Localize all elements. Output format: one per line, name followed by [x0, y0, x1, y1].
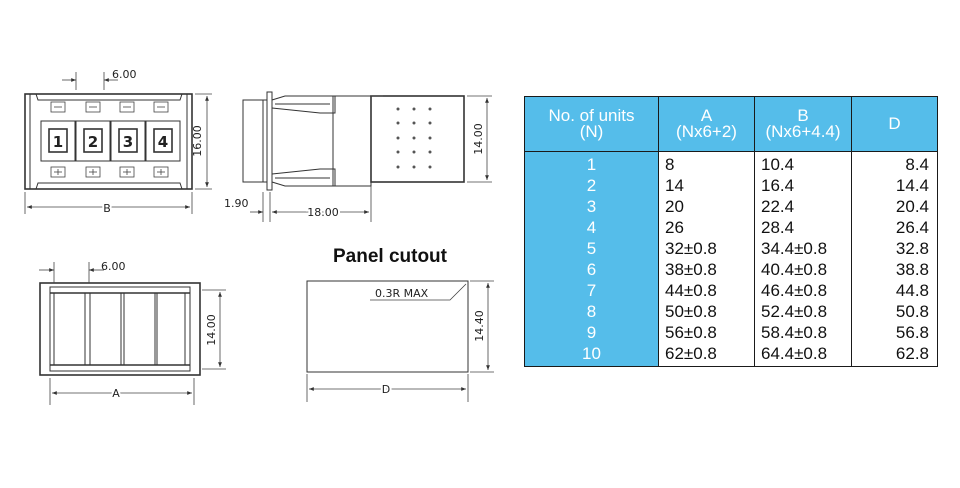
table-cell-n: 8 [586, 302, 597, 321]
table-cell-a: 20 [665, 197, 684, 216]
back-view: 6.00 14.00 A A [39, 260, 226, 405]
front-pitch-dim: 6.00 [112, 68, 137, 81]
front-view: 1 2 3 4 6.00 16.00 B B [24, 68, 212, 217]
table-cell-a: 50±0.8 [665, 302, 717, 321]
table-cell-b: 28.4 [761, 218, 795, 237]
table-cell-a: 26 [665, 218, 684, 237]
table-cell-b: 22.4 [761, 197, 795, 216]
table-cell-d: 62.8 [895, 344, 929, 363]
table-cell-a: 32±0.8 [665, 239, 717, 258]
depth-dim: 18.00 [307, 206, 339, 219]
table-cell-n: 9 [586, 323, 597, 342]
table-cell-b: 16.4 [761, 176, 795, 195]
front-bottom-button-row [50, 166, 169, 178]
table-cell-b: 40.4±0.8 [761, 260, 828, 279]
table-cell-n: 7 [586, 281, 597, 300]
table-cell-n: 2 [586, 176, 597, 195]
table-cell-d: 44.8 [895, 281, 929, 300]
panel-cutout: Panel cutout 0.3R MAX 14.40 D D [306, 246, 494, 402]
header-units: No. of units (N) [524, 96, 659, 152]
side-view: 14.00 1.90 18.00 18.00 [224, 91, 492, 222]
table-cell-b: 46.4±0.8 [761, 281, 828, 300]
a-column: 8 14 20 26 32±0.8 38±0.8 44±0.8 50±0.8 56±0.8 62±… [658, 151, 755, 367]
table-cell-n: 3 [586, 197, 597, 216]
table-cell-a: 62±0.8 [665, 344, 717, 363]
table-cell-d: 14.4 [895, 176, 929, 195]
back-pitch-dim: 6.00 [101, 260, 126, 273]
table-cell-b: 58.4±0.8 [761, 323, 828, 342]
table-cell-a: 38±0.8 [665, 260, 717, 279]
d-column: 8.4 14.4 20.4 26.4 32.8 38.8 44.8 50.8 56.8 62.8 [851, 151, 938, 367]
table-cell-d: 26.4 [895, 218, 929, 237]
table-cell-d: 56.8 [895, 323, 929, 342]
cutout-width-label: D [382, 383, 390, 396]
back-height-dim: 14.00 [205, 314, 218, 346]
table-cell-d: 32.8 [895, 239, 929, 258]
table-cell-n: 10 [582, 344, 601, 363]
radius-note: 0.3R MAX [375, 287, 429, 300]
table-cell-d: 8.4 [905, 155, 929, 174]
unit-digit: 4 [158, 133, 168, 151]
table-header-row: No. of units (N) A (Nx6+2) B (Nx6+4.4) D [524, 96, 938, 152]
back-width-label: A [112, 387, 120, 400]
front-digit-windows: 1 2 3 4 [40, 120, 181, 162]
table-cell-a: 56±0.8 [665, 323, 717, 342]
front-width-label: B [103, 202, 111, 215]
svg-text:A: A [112, 387, 120, 400]
table-cell-a: 14 [665, 176, 684, 195]
units-dimension-table: No. of units (N) A (Nx6+2) B (Nx6+4.4) D… [524, 96, 938, 367]
cutout-outline [306, 280, 469, 373]
unit-digit: 1 [53, 133, 63, 151]
table-cell-b: 10.4 [761, 155, 795, 174]
table-cell-d: 20.4 [895, 197, 929, 216]
front-view-outline [24, 93, 193, 190]
cutout-height-dim: 14.40 [473, 310, 486, 342]
units-column: 1 2 3 4 5 6 7 8 9 10 [524, 151, 659, 367]
table-cell-n: 5 [586, 239, 597, 258]
table-cell-n: 6 [586, 260, 597, 279]
header-d: D [851, 96, 938, 152]
table-cell-b: 52.4±0.8 [761, 302, 828, 321]
flange-dim: 1.90 [224, 197, 249, 210]
front-top-button-row [50, 101, 169, 113]
svg-text:18.00: 18.00 [307, 206, 339, 219]
svg-text:B: B [103, 202, 111, 215]
panel-cutout-title: Panel cutout [333, 246, 448, 267]
table-cell-d: 50.8 [895, 302, 929, 321]
table-cell-b: 34.4±0.8 [761, 239, 828, 258]
header-a: A (Nx6+2) [658, 96, 755, 152]
header-b: B (Nx6+4.4) [754, 96, 852, 152]
front-height-dim: 16.00 [191, 125, 204, 157]
b-column: 10.4 16.4 22.4 28.4 34.4±0.8 40.4±0.8 46.4±0.8… [754, 151, 852, 367]
svg-text:D: D [382, 383, 390, 396]
side-height-dim: 14.00 [472, 123, 485, 155]
table-cell-a: 44±0.8 [665, 281, 717, 300]
table-body: 1 2 3 4 5 6 7 8 9 10 8 14 20 26 32±0.8 38±0.8 44±0.8 50±… [524, 151, 938, 367]
table-cell-n: 1 [586, 155, 597, 174]
table-cell-d: 38.8 [895, 260, 929, 279]
unit-digit: 2 [88, 133, 98, 151]
table-cell-b: 64.4±0.8 [761, 344, 828, 363]
pin-grid [396, 107, 432, 169]
table-cell-a: 8 [665, 155, 675, 174]
table-cell-n: 4 [586, 218, 597, 237]
unit-digit: 3 [123, 133, 133, 151]
